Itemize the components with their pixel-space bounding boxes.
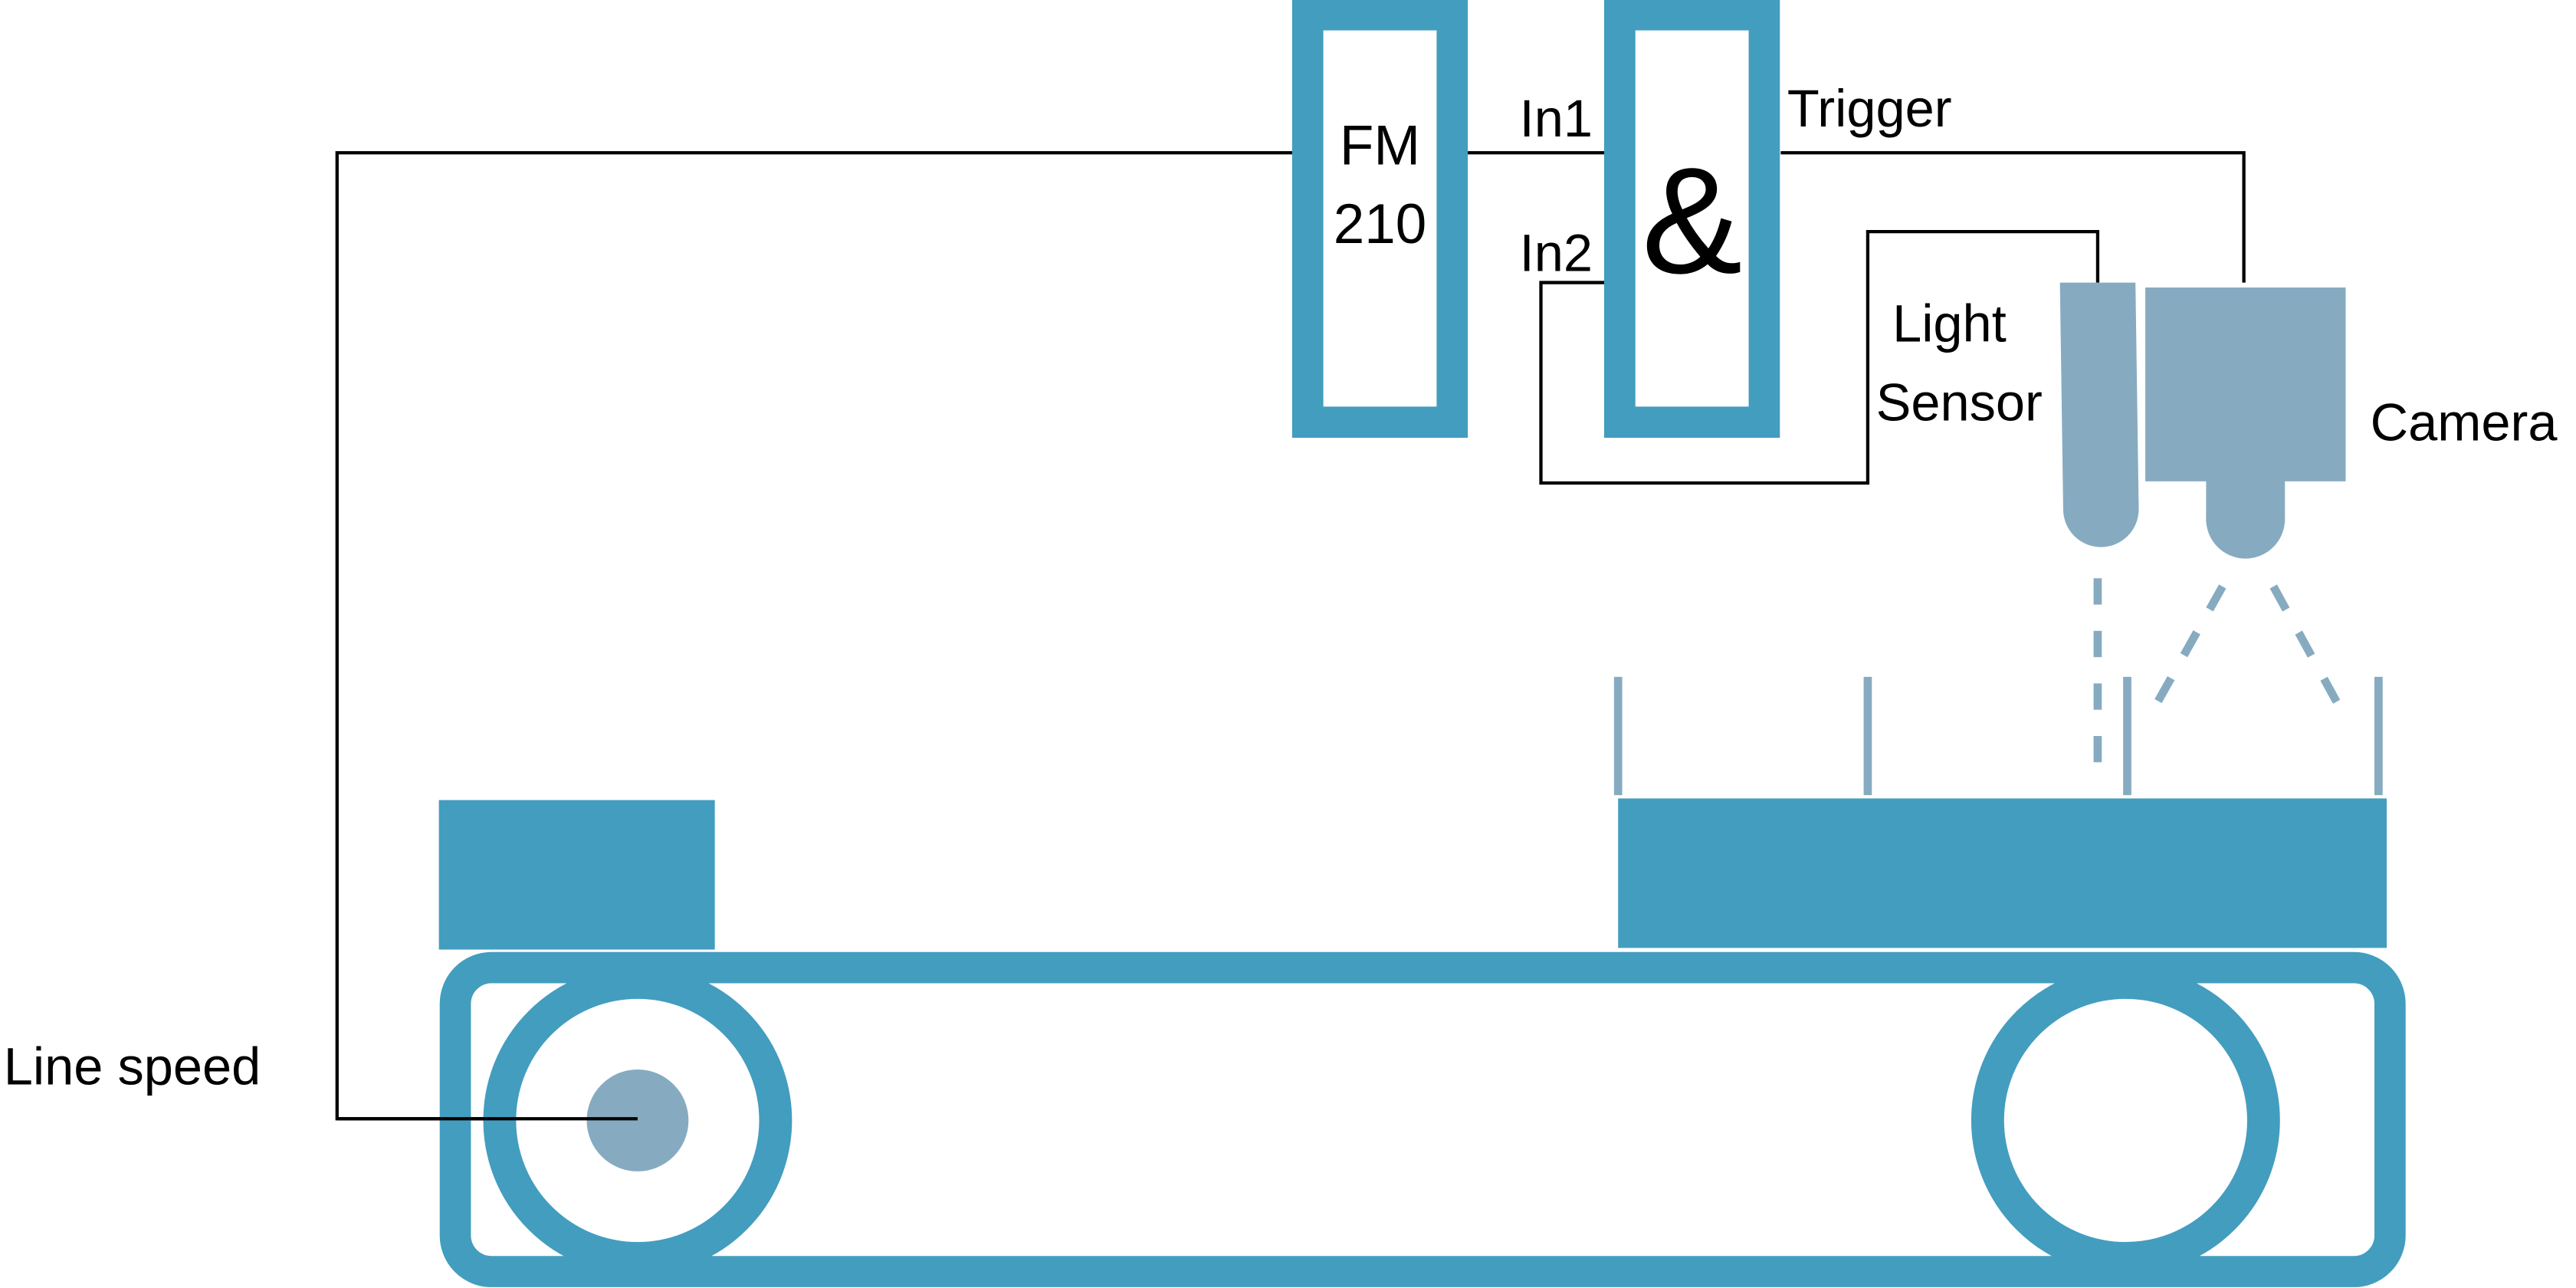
fm-label: FM — [1340, 114, 1420, 176]
light-sensor-label-line2: Sensor — [1876, 373, 2043, 432]
wire-light-sensor-to-in2 — [1539, 230, 2100, 485]
fm210-block: FM 210 — [1291, 0, 1468, 439]
right-roller — [1971, 966, 2280, 1275]
product-large — [1618, 798, 2387, 948]
conveyor — [439, 951, 2406, 1287]
light-sensor-label-line1: Light — [1892, 294, 2007, 353]
light-sensor: Light Sensor — [1876, 282, 2139, 547]
in1-label: In1 — [1520, 89, 1593, 148]
and-gate-block: & In1 In2 Trigger — [1520, 0, 1952, 439]
sensor-beams — [2093, 578, 2343, 766]
product-small — [438, 800, 715, 950]
position-markers — [1613, 676, 2383, 796]
in2-label: In2 — [1520, 224, 1593, 283]
and-symbol: & — [1642, 136, 1742, 305]
fm-number-label: 210 — [1334, 193, 1427, 255]
camera: Camera — [2145, 288, 2558, 559]
line-speed-label: Line speed — [4, 1037, 261, 1096]
camera-label: Camera — [2371, 393, 2558, 452]
trigger-label: Trigger — [1787, 79, 1952, 138]
wire-trigger-to-camera — [1780, 151, 2246, 283]
